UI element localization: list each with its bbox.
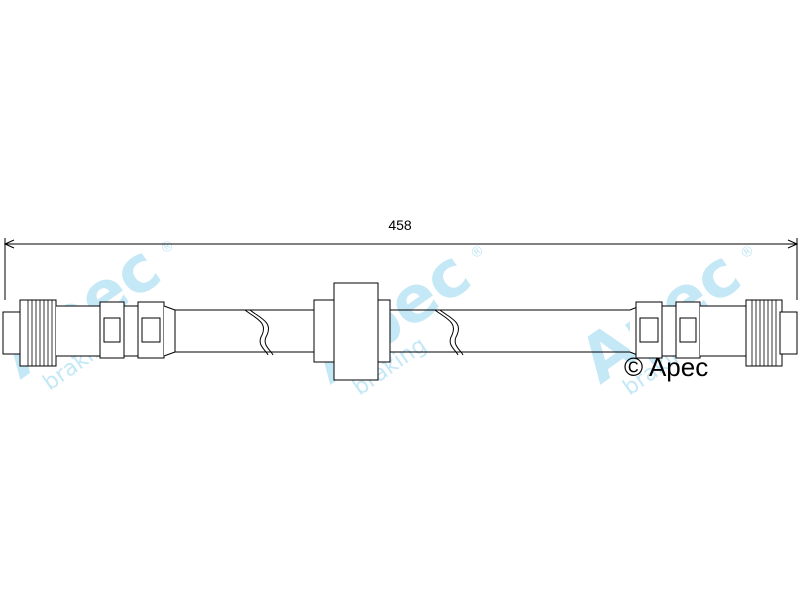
- left-hex-knurl: [27, 300, 53, 366]
- right-end-tip: [779, 311, 798, 355]
- right-ferrule-ring-2-inner: [679, 317, 697, 343]
- watermark-reg-center: ®: [467, 242, 488, 263]
- right-ferrule-ring-1-inner: [639, 317, 659, 343]
- center-clamp-inner: [333, 282, 379, 381]
- right-hex-knurl: [751, 300, 777, 366]
- dimension-arrow-right: [787, 239, 799, 249]
- brake-hose: [2, 282, 798, 381]
- copyright-text: © Apec: [624, 352, 708, 382]
- dimension-line: [3, 238, 799, 300]
- left-ferrule-ring-1-inner: [103, 317, 121, 343]
- dimension-arrow-left: [3, 239, 15, 249]
- hose-break-left-2: [249, 309, 274, 356]
- hose-break-left: [244, 309, 269, 356]
- left-ferrule-ring-2-inner: [141, 317, 161, 343]
- right-ferrule-gap: [661, 305, 677, 357]
- right-end-fitting: [629, 299, 798, 367]
- left-ferrule-gap: [123, 305, 139, 357]
- left-ferrule-body: [56, 305, 101, 357]
- watermark-reg-left: ®: [157, 237, 178, 258]
- hose-break-right-2: [439, 309, 464, 356]
- left-hex-nut: [19, 299, 57, 367]
- left-ferrule-taper: [163, 305, 176, 357]
- right-ferrule-body: [700, 305, 747, 357]
- left-end-fitting: [2, 299, 176, 367]
- watermark-reg-right: ®: [737, 242, 758, 263]
- dimension-label: 458: [388, 217, 412, 233]
- hose-break-right: [434, 309, 459, 356]
